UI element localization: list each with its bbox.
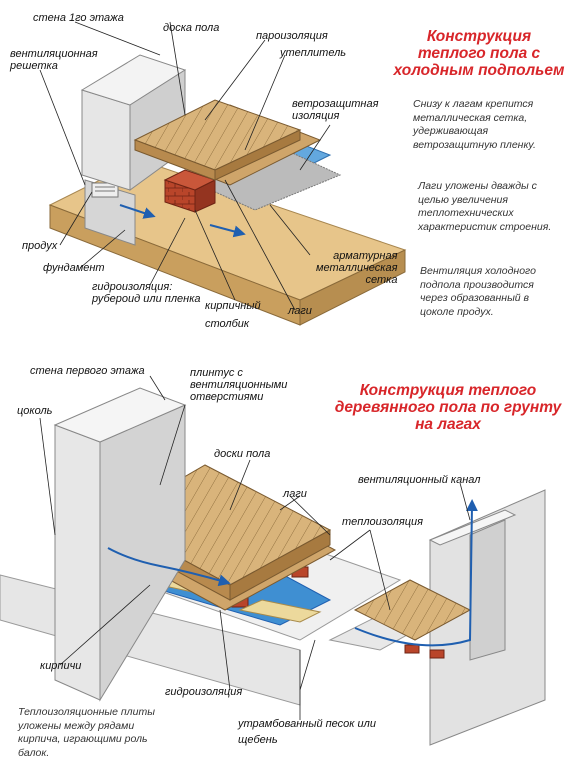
bottom-label-plinth: плинтус с вентиляционными отверстиями xyxy=(190,367,288,403)
bottom-label-bricks: кирпичи xyxy=(40,660,82,672)
top-label-insulation: утеплитель xyxy=(280,47,347,59)
bottom-label-sand: утрамбованный песок или щебень xyxy=(238,718,376,746)
top-note-mesh: Снизу к лагам крепится металлическая сет… xyxy=(413,98,536,151)
top-leaders xyxy=(39,21,331,311)
top-label-wall: стена 1го этажа xyxy=(33,12,124,24)
bottom-label-waterproofing: гидроизоляция xyxy=(165,686,243,698)
top-label-waterproofing: гидроизоляция: рубероид или пленка xyxy=(92,281,201,305)
top-title: Конструкция теплого пола с холодным подп… xyxy=(393,28,565,79)
top-label-vapor: пароизоляция xyxy=(256,30,328,42)
bottom-title: Конструкция теплого деревянного пола по … xyxy=(334,382,562,433)
bottom-air-flow xyxy=(107,547,231,587)
bottom-label-floor-boards: доски пола xyxy=(214,448,271,460)
top-note-joists: Лаги уложены дважды с целью увеличения т… xyxy=(418,180,552,233)
top-label-vent-hole: продух xyxy=(22,240,58,252)
top-diagram xyxy=(48,54,407,326)
top-label-mesh: арматурная металлическая сетка xyxy=(316,250,398,286)
top-label-vent-grille: вентиляционная решетка xyxy=(10,48,98,72)
bottom-leaders xyxy=(39,375,471,720)
bottom-diagram xyxy=(0,387,546,746)
bottom-label-plinth-base: цоколь xyxy=(17,405,53,417)
top-label-foundation: фундамент xyxy=(43,262,105,274)
top-wall-front xyxy=(81,89,131,191)
top-note-ventilation: Вентиляция холодного подпола производитс… xyxy=(420,265,536,318)
top-ground-side xyxy=(299,249,406,326)
bottom-label-vent-channel: вентиляционный канал xyxy=(358,474,481,486)
bottom-label-wall: стена первого этажа xyxy=(30,365,145,377)
bottom-label-joists: лаги xyxy=(283,488,307,500)
bottom-note-plates: Теплоизоляционные плиты уложены между ря… xyxy=(18,706,155,759)
top-label-floor-board: доска пола xyxy=(163,22,220,34)
bottom-label-thermal-insulation: теплоизоляция xyxy=(342,516,424,528)
bottom-left-wall-front xyxy=(54,424,101,701)
top-air-arrow xyxy=(209,224,246,238)
top-label-brick-pillar: кирпичный столбик xyxy=(205,300,261,330)
top-label-joists: лаги xyxy=(288,305,312,317)
top-label-windproof: ветрозащитная изоляция xyxy=(292,98,379,122)
